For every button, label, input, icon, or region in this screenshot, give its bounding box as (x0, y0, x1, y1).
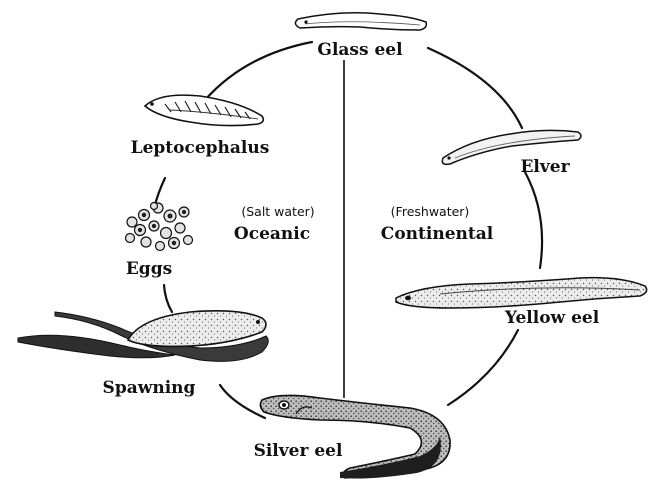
connector-yellow-to-silver (446, 328, 520, 407)
label-oceanic: Oceanic (234, 224, 310, 244)
label-eggs: Eggs (126, 259, 172, 279)
label-yellow-eel: Yellow eel (504, 308, 600, 328)
connector-lepto-to-glass (203, 40, 314, 102)
label-glass-eel: Glass eel (317, 40, 403, 60)
connector-silver-to-spawning (218, 383, 267, 420)
connector-elver-to-yellow (523, 170, 544, 270)
label-continental: Continental (381, 224, 494, 244)
silver-eel-illustration (259, 394, 451, 479)
leptocephalus-illustration (143, 94, 265, 127)
connector-eggs-to-lepto (153, 176, 167, 207)
label-elver: Elver (520, 157, 570, 177)
connector-glass-to-elver (426, 46, 524, 130)
eggs-illustration (124, 201, 194, 252)
elver-illustration (441, 129, 582, 166)
label-freshwater: (Freshwater) (391, 204, 470, 219)
connector-spawning-to-eggs (162, 283, 174, 314)
cycle-connectors (153, 40, 544, 420)
spawning-illustration (17, 310, 269, 362)
label-salt-water: (Salt water) (241, 204, 314, 219)
label-spawning: Spawning (103, 378, 196, 398)
label-silver-eel: Silver eel (254, 441, 343, 461)
glass-eel-illustration (294, 12, 428, 31)
yellow-eel-illustration (395, 276, 648, 309)
label-leptocephalus: Leptocephalus (131, 138, 270, 158)
